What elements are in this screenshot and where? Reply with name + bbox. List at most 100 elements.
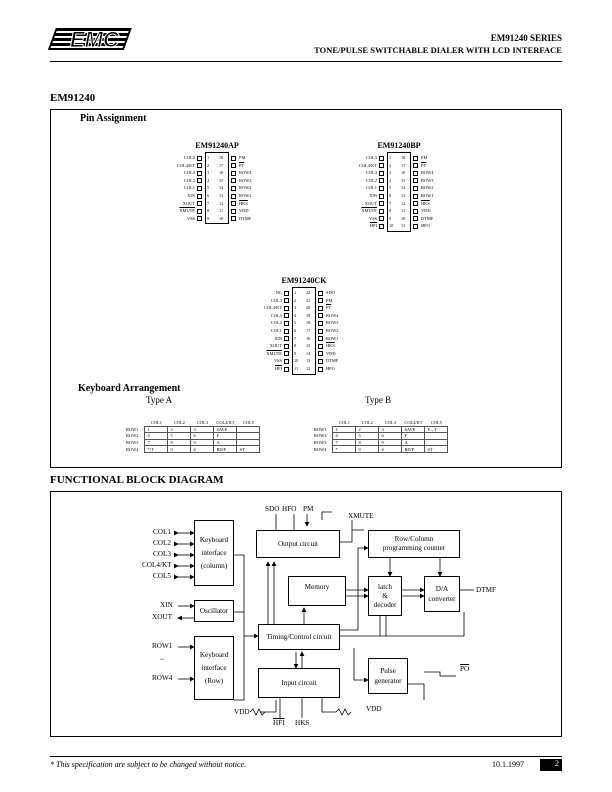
pin-pad [197, 186, 202, 191]
pin-pad [379, 216, 384, 222]
sig-col3: COL3 [153, 550, 171, 558]
pin-pad [413, 178, 418, 184]
kb-key: ST [424, 445, 449, 453]
chip-name: EM91240BP [377, 141, 421, 150]
pin-label: COL3 [271, 312, 282, 318]
chip-name: EM91240CK [281, 276, 327, 285]
pin-number: 14 [306, 350, 311, 356]
sig-xmute: XMUTE [348, 512, 374, 520]
kb-row-header: ROW4 [126, 446, 139, 452]
pin-label: XOUT [364, 200, 377, 206]
pin-label: DTMF [239, 215, 252, 221]
kb-col-header: COL5 [242, 420, 254, 426]
pin-number: 6 [294, 328, 297, 333]
kb-row-header: ROW4 [314, 446, 327, 452]
pin-label: XMUTE [266, 350, 282, 356]
pin-number: 2 [389, 162, 392, 168]
kb-row-header: ROW2 [314, 433, 327, 439]
pin-number: 13 [401, 193, 406, 198]
pin-pad [318, 298, 323, 304]
pin-number: 15 [219, 177, 224, 183]
pin-pad [379, 163, 384, 169]
pin-label: ROW4 [421, 170, 434, 176]
sig-sdo: SDO [265, 505, 280, 513]
pin-pad [231, 201, 236, 207]
pin-pad [413, 216, 418, 222]
pin-number: 3 [207, 170, 210, 176]
pin-pad [284, 313, 289, 319]
sig-pm: PM [303, 505, 314, 513]
pin-label: VSS [273, 358, 282, 364]
sig-row1: ROW1 [152, 642, 173, 650]
pin-number: 10 [219, 215, 224, 221]
pin-pad [284, 336, 289, 342]
pin-pad [284, 298, 289, 304]
pin-number: 9 [207, 215, 210, 221]
pin-label: ROW2 [239, 185, 252, 191]
sig-col2: COL2 [153, 539, 171, 547]
type-b-label: Type B [365, 395, 392, 405]
pin-number: 5 [207, 185, 210, 191]
pin-number: 17 [219, 162, 224, 168]
pin-label: COL1 [271, 328, 282, 333]
pin-pad [284, 343, 289, 349]
keyboard-title: Keyboard Arrangement [78, 383, 181, 394]
pin-label: COL4/KT [358, 162, 377, 168]
pin-label: ROW1 [239, 193, 252, 198]
pin-assignment-box [50, 109, 562, 468]
pin-number: 19 [306, 312, 311, 318]
footer-date: 10.1.1997 [492, 760, 524, 769]
pin-pad [413, 186, 418, 191]
pin-number: 18 [219, 155, 224, 160]
pin-number: 14 [219, 185, 224, 191]
pin-label: XMUTE [179, 208, 195, 214]
kb-col-header: COL5 [430, 420, 442, 426]
pin-pad [318, 290, 323, 296]
input-circuit-block: Input circuit [258, 668, 340, 698]
pin-pad [318, 313, 323, 319]
pin-label: COL2 [366, 177, 377, 183]
pin-label: VDD [421, 208, 431, 214]
pin-number: 9 [294, 350, 297, 356]
ic-body [205, 152, 229, 225]
pin-label: HKS [421, 200, 430, 206]
pin-pad [318, 305, 323, 311]
sig-vdd-right: VDD [366, 705, 382, 713]
pin-pad [379, 186, 384, 191]
pin-number: 9 [389, 215, 392, 221]
sig-row4: ROW4 [152, 674, 173, 682]
pin-number: 4 [207, 177, 210, 183]
kb-row-header: ROW2 [126, 433, 139, 439]
pin-number: 10 [389, 223, 394, 229]
pin-pad [231, 178, 236, 184]
pin-label: XOUT [182, 200, 195, 206]
header-rule [50, 61, 562, 62]
pin-label: ROW4 [239, 170, 252, 176]
pin-pad [284, 328, 289, 334]
pin-number: 8 [207, 208, 210, 214]
kb-col-header: COL1 [150, 420, 162, 426]
pin-label: HKS [326, 343, 335, 349]
pin-number: 13 [219, 193, 224, 198]
kb-col-header: COL3 [196, 420, 208, 426]
pin-label: XIN [274, 335, 282, 341]
pin-label: HFI [369, 223, 377, 229]
pin-pad [284, 305, 289, 311]
pin-pad [197, 155, 202, 161]
pin-label: COL2 [184, 177, 195, 183]
pin-number: 11 [294, 366, 299, 371]
pin-number: 5 [389, 185, 392, 191]
pin-label: COL3 [271, 297, 282, 303]
pin-number: 1 [207, 155, 210, 160]
memory-block: Memory [288, 576, 346, 606]
sig-col5: COL5 [153, 572, 171, 580]
pin-number: 1 [389, 155, 392, 160]
pin-number: 6 [389, 193, 392, 198]
pin-pad [197, 163, 202, 169]
sig-dtmf: DTMF [476, 586, 496, 594]
output-circuit-block: Output circuit [256, 530, 340, 558]
pin-number: 17 [306, 328, 311, 333]
